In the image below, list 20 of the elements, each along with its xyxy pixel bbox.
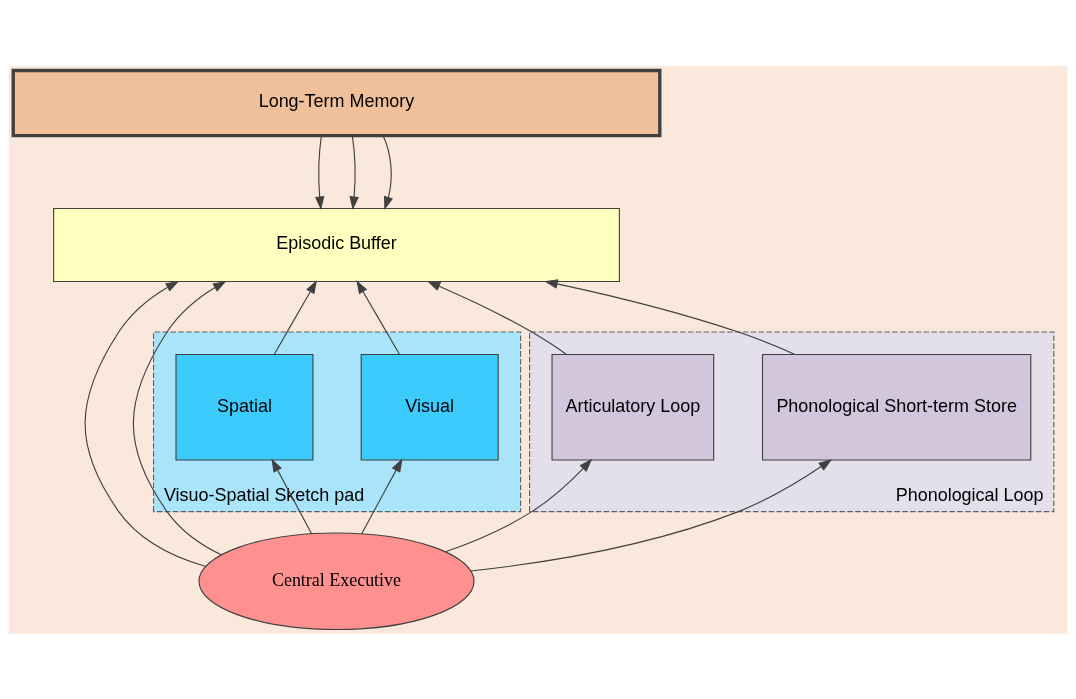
node-box: Long-Term Memory <box>11 68 662 137</box>
arrow <box>84 280 206 567</box>
node-box: Articulatory Loop <box>551 353 715 461</box>
arrow <box>271 458 313 534</box>
arrow <box>273 279 317 355</box>
node-box: Episodic Buffer <box>53 207 620 282</box>
node-box: Phonological Short-term Store <box>761 353 1032 461</box>
node-box: Spatial <box>175 353 314 461</box>
arrow <box>470 458 833 572</box>
arrow <box>426 280 567 355</box>
arrow <box>356 279 400 355</box>
arrow <box>314 134 325 210</box>
arrow <box>382 134 393 210</box>
node-box: Visual <box>360 353 499 461</box>
arrow <box>544 278 796 355</box>
arrow <box>132 280 227 555</box>
node-ellipse: Central Executive <box>198 531 475 630</box>
arrow <box>361 458 403 534</box>
arrow <box>444 458 593 552</box>
arrow <box>349 134 359 210</box>
